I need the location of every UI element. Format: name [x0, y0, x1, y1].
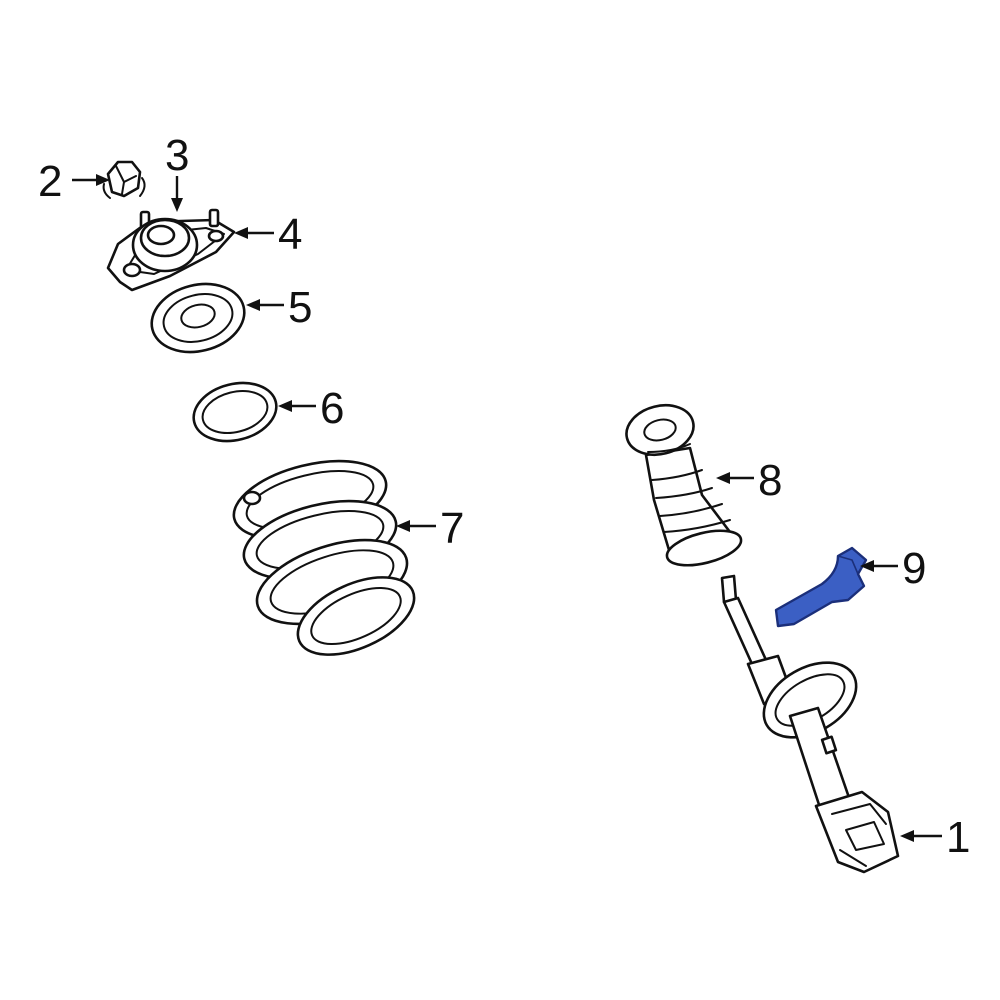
part-1-strut-assembly[interactable] — [720, 574, 900, 874]
leader-9 — [860, 560, 898, 572]
leader-8 — [716, 472, 754, 484]
leader-1 — [900, 830, 942, 842]
callout-5[interactable]: 5 — [288, 283, 312, 332]
callout-7[interactable]: 7 — [440, 504, 464, 553]
callout-4[interactable]: 4 — [278, 210, 302, 259]
leader-2 — [72, 174, 110, 186]
part-9-bracket[interactable] — [774, 546, 868, 628]
callout-1[interactable]: 1 — [946, 813, 970, 862]
part-6-insulator[interactable] — [187, 375, 282, 450]
callout-2[interactable]: 2 — [38, 157, 62, 206]
leader-6 — [278, 400, 316, 412]
leader-4 — [234, 227, 274, 239]
leader-3 — [171, 176, 183, 212]
callout-8[interactable]: 8 — [758, 456, 782, 505]
part-7-coil-spring[interactable] — [226, 447, 426, 670]
leader-7 — [396, 520, 436, 532]
part-5-spring-seat[interactable] — [144, 275, 251, 362]
callout-3[interactable]: 3 — [165, 131, 189, 180]
callout-9[interactable]: 9 — [902, 544, 926, 593]
part-8-bump-stop[interactable] — [621, 398, 744, 571]
part-3-bearing[interactable] — [131, 217, 199, 273]
leader-5 — [246, 299, 284, 311]
part-2-nut[interactable] — [102, 160, 146, 199]
callout-6[interactable]: 6 — [320, 384, 344, 433]
